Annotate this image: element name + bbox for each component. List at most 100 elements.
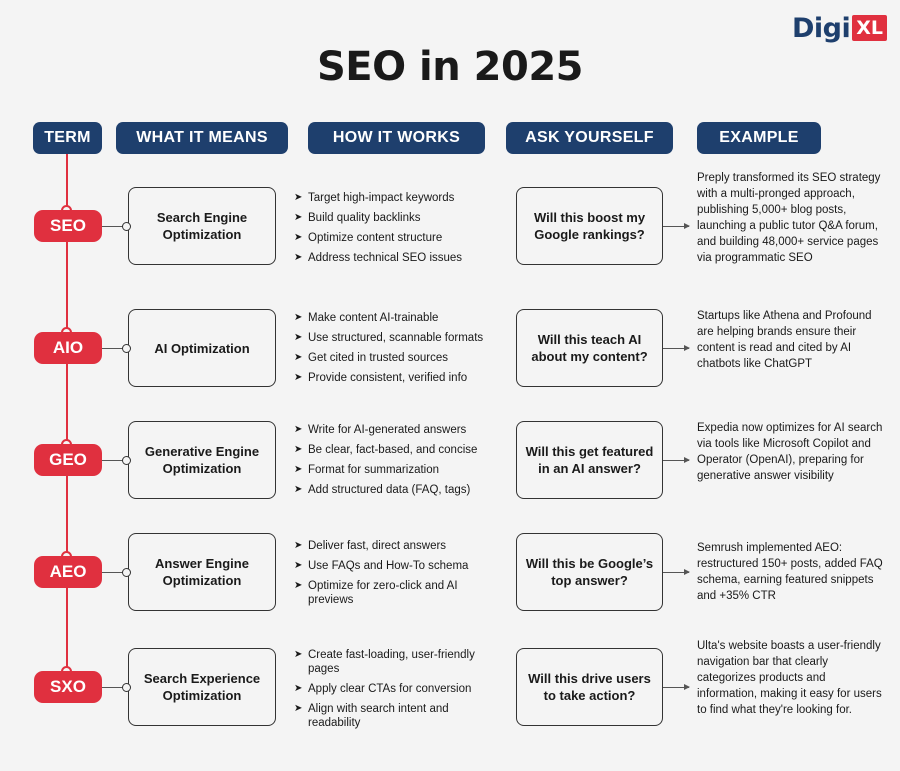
meaning-box-sxo: Search Experience Optimization <box>128 648 276 726</box>
ask-box-geo: Will this get featured in an AI answer? <box>516 421 663 499</box>
how-item: ➤ Make content AI-trainable <box>294 311 504 325</box>
term-badge-seo: SEO <box>34 210 102 242</box>
how-item-text: Build quality backlinks <box>308 212 421 224</box>
how-list-seo: ➤ Target high-impact keywords ➤ Build quali… <box>294 191 504 271</box>
arrow-bullet-icon: ➤ <box>294 540 303 551</box>
how-item: ➤ Apply clear CTAs for conversion <box>294 682 504 696</box>
how-item-text: Optimize content structure <box>308 232 443 244</box>
how-item-text: Write for AI-generated answers <box>308 424 467 436</box>
term-badge-sxo: SXO <box>34 671 102 703</box>
meaning-connector-dot <box>122 222 131 231</box>
how-list-sxo: ➤ Create fast-loading, user-friendly page… <box>294 648 504 736</box>
arrow-right-icon <box>663 684 690 690</box>
how-item: ➤ Add structured data (FAQ, tags) <box>294 483 504 497</box>
how-item: ➤ Be clear, fact-based, and concise <box>294 443 504 457</box>
arrow-bullet-icon: ➤ <box>294 560 303 571</box>
how-item: ➤ Optimize content structure <box>294 231 504 245</box>
how-item: ➤ Optimize for zero-click and AI previews <box>294 579 504 607</box>
example-text-aio: Startups like Athena and Profound are he… <box>697 310 872 370</box>
how-list-geo: ➤ Write for AI-generated answers ➤ Be clear… <box>294 423 504 503</box>
example-text-geo: Expedia now optimizes for AI search via … <box>697 422 883 482</box>
header-term: TERM <box>33 122 102 154</box>
how-item-text: Add structured data (FAQ, tags) <box>308 484 471 496</box>
arrow-bullet-icon: ➤ <box>294 464 303 475</box>
term-badge-aio: AIO <box>34 332 102 364</box>
arrow-bullet-icon: ➤ <box>294 444 303 455</box>
arrow-bullet-icon: ➤ <box>294 312 303 323</box>
how-item-text: Provide consistent, verified info <box>308 372 468 384</box>
ask-box-aio: Will this teach AI about my content? <box>516 309 663 387</box>
how-item-text: Get cited in trusted sources <box>308 352 448 364</box>
arrow-right-icon <box>663 457 690 463</box>
how-item: ➤ Create fast-loading, user-friendly page… <box>294 648 504 676</box>
how-item-text: Make content AI-trainable <box>308 312 439 324</box>
arrow-right-icon <box>663 223 690 229</box>
digixl-logo: Digi XL <box>792 12 888 44</box>
arrow-bullet-icon: ➤ <box>294 212 303 223</box>
header-ask-yourself: ASK YOURSELF <box>506 122 673 154</box>
meaning-connector-dot <box>122 456 131 465</box>
arrow-bullet-icon: ➤ <box>294 252 303 263</box>
ask-box-aeo: Will this be Google’s top answer? <box>516 533 663 611</box>
how-item-text: Optimize for zero-click and AI previews <box>308 580 458 606</box>
arrow-bullet-icon: ➤ <box>294 332 303 343</box>
how-item-text: Use structured, scannable formats <box>308 332 484 344</box>
example-text-aeo: Semrush implemented AEO: restructured 15… <box>697 542 883 602</box>
timeline-line <box>66 154 68 688</box>
how-item-text: Target high-impact keywords <box>308 192 455 204</box>
term-connector <box>102 348 128 349</box>
meaning-connector-dot <box>122 568 131 577</box>
arrow-bullet-icon: ➤ <box>294 192 303 203</box>
arrow-bullet-icon: ➤ <box>294 372 303 383</box>
example-text-sxo: Ulta's website boasts a user-friendly na… <box>697 640 882 716</box>
logo-badge: XL <box>852 15 888 41</box>
meaning-box-aeo: Answer Engine Optimization <box>128 533 276 611</box>
arrow-right-icon <box>663 569 690 575</box>
meaning-connector-dot <box>122 683 131 692</box>
term-badge-geo: GEO <box>34 444 102 476</box>
page-title: SEO in 2025 <box>316 44 584 90</box>
how-item-text: Create fast-loading, user-friendly pages <box>308 649 475 675</box>
logo-text: Digi <box>792 12 851 44</box>
term-connector <box>102 687 128 688</box>
how-item-text: Format for summarization <box>308 464 440 476</box>
arrow-bullet-icon: ➤ <box>294 484 303 495</box>
how-item-text: Deliver fast, direct answers <box>308 540 447 552</box>
example-text-seo: Preply transformed its SEO strategy with… <box>697 172 881 264</box>
arrow-bullet-icon: ➤ <box>294 703 303 714</box>
header-what-it-means: WHAT IT MEANS <box>116 122 288 154</box>
how-item-text: Use FAQs and How-To schema <box>308 560 469 572</box>
term-connector <box>102 460 128 461</box>
arrow-bullet-icon: ➤ <box>294 352 303 363</box>
how-item: ➤ Provide consistent, verified info <box>294 371 504 385</box>
meaning-box-aio: AI Optimization <box>128 309 276 387</box>
how-item: ➤ Write for AI-generated answers <box>294 423 504 437</box>
how-item: ➤ Build quality backlinks <box>294 211 504 225</box>
how-item: ➤ Use structured, scannable formats <box>294 331 504 345</box>
term-connector <box>102 572 128 573</box>
meaning-box-geo: Generative Engine Optimization <box>128 421 276 499</box>
meaning-connector-dot <box>122 344 131 353</box>
how-item-text: Align with search intent and readability <box>308 703 449 729</box>
how-item: ➤Address technical SEO issues <box>294 251 504 265</box>
header-example: EXAMPLE <box>697 122 821 154</box>
how-item-text: Be clear, fact-based, and concise <box>308 444 478 456</box>
how-list-aeo: ➤ Deliver fast, direct answers ➤ Use FAQs a… <box>294 539 504 613</box>
how-item: ➤ Format for summarization <box>294 463 504 477</box>
how-item: ➤ Target high-impact keywords <box>294 191 504 205</box>
arrow-right-icon <box>663 345 690 351</box>
header-how-it-works: HOW IT WORKS <box>308 122 485 154</box>
arrow-bullet-icon: ➤ <box>294 683 303 694</box>
how-item: ➤ Deliver fast, direct answers <box>294 539 504 553</box>
ask-box-seo: Will this boost my Google rankings? <box>516 187 663 265</box>
how-item-text: Apply clear CTAs for conversion <box>308 683 472 695</box>
term-connector <box>102 226 128 227</box>
how-list-aio: ➤ Make content AI-trainable ➤ Use structure… <box>294 311 504 391</box>
arrow-bullet-icon: ➤ <box>294 424 303 435</box>
how-item: ➤ Get cited in trusted sources <box>294 351 504 365</box>
ask-box-sxo: Will this drive users to take action? <box>516 648 663 726</box>
arrow-bullet-icon: ➤ <box>294 580 303 591</box>
arrow-bullet-icon: ➤ <box>294 232 303 243</box>
how-item: ➤ Use FAQs and How-To schema <box>294 559 504 573</box>
arrow-bullet-icon: ➤ <box>294 649 303 660</box>
